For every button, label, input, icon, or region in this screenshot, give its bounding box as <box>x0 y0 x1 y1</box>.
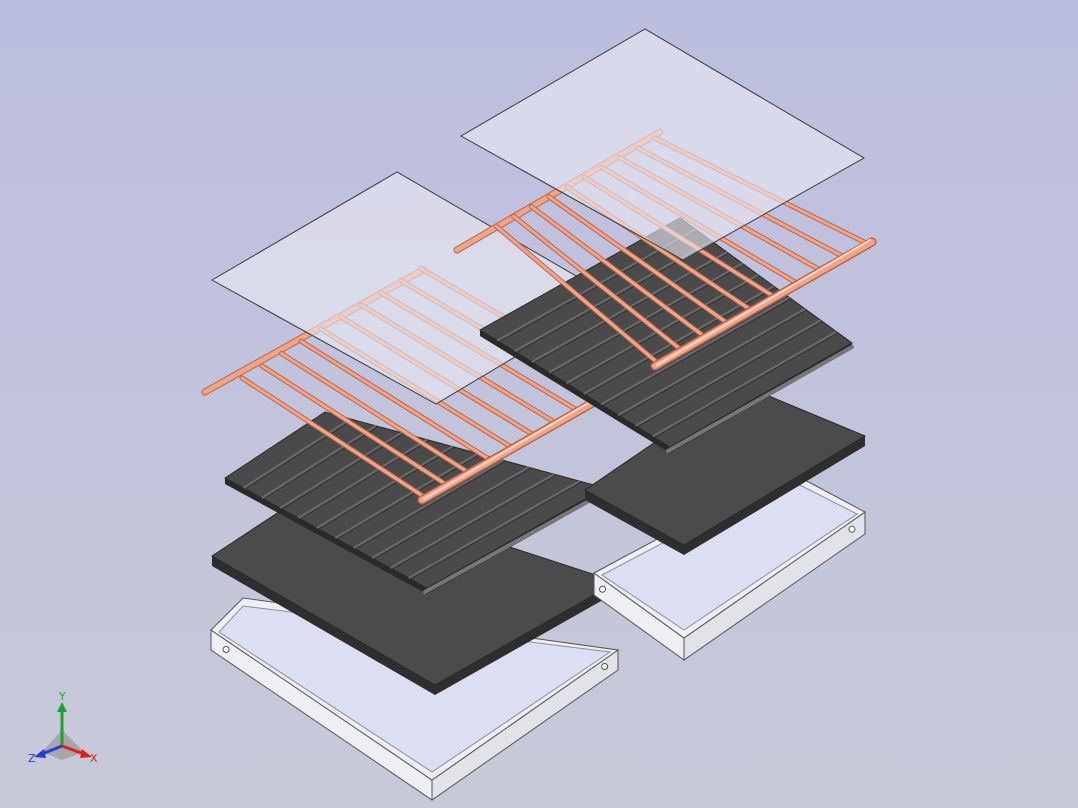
absorber-channel-shadow <box>318 447 455 530</box>
riser-pipe <box>260 364 450 488</box>
absorber-channel-shadow <box>602 298 792 406</box>
absorber-manifold-lip <box>423 490 607 594</box>
insulation-board-front-right-edge <box>435 582 617 695</box>
absorber-channel <box>652 330 837 438</box>
riser-pipe <box>512 214 684 353</box>
absorber-channel <box>389 473 555 569</box>
absorber-channel-shadow <box>263 426 379 500</box>
z-axis-arrow <box>41 744 63 756</box>
absorber-channel <box>242 418 351 489</box>
x-axis-label: X <box>90 752 98 765</box>
tray-port-hole <box>599 585 606 593</box>
collector-right <box>453 28 877 661</box>
absorber-channel-shadow <box>410 481 582 580</box>
z-axis-label: Z <box>28 752 36 765</box>
absorber-channel-shadow <box>336 454 480 540</box>
y-axis-head <box>57 702 67 712</box>
tray-port-hole <box>848 525 856 533</box>
absorber-channel <box>634 319 822 427</box>
riser-pipe <box>299 339 493 463</box>
y-axis-label: Y <box>58 690 66 703</box>
absorber-channel <box>408 480 581 579</box>
absorber-plate-front-left-edge <box>480 330 670 453</box>
lower-manifold-highlight <box>656 239 871 366</box>
insulation-board-front-left-edge <box>585 490 684 555</box>
absorber-channel <box>353 459 504 549</box>
absorber-channel-shadow <box>373 467 531 560</box>
x-axis-head <box>80 749 92 758</box>
absorber-channel-shadow <box>392 474 557 570</box>
riser-pipe <box>280 352 472 475</box>
x-axis-arrow <box>61 744 85 756</box>
absorber-channel-shadow <box>300 440 430 520</box>
tray-port-hole <box>601 663 609 670</box>
absorber-channel-shadow <box>619 309 808 417</box>
absorber-channel-shadow <box>654 332 839 438</box>
absorber-plate-front-left-edge <box>225 478 427 594</box>
riser-pipe <box>547 195 731 326</box>
absorber-channel-shadow <box>637 320 823 428</box>
absorber-plate-top <box>479 217 853 448</box>
absorber-manifold-lip <box>666 345 854 453</box>
riser-pipe <box>240 376 428 500</box>
riser-pipe <box>529 204 707 339</box>
collector-left <box>201 171 631 801</box>
riser-pipe <box>494 224 661 366</box>
absorber-channel <box>334 452 479 539</box>
absorber-channel <box>261 424 377 499</box>
absorber-channel <box>617 308 806 416</box>
absorber-channel <box>371 466 530 559</box>
insulation-board-front-right-edge <box>684 436 865 555</box>
tray-port-hole <box>222 646 230 653</box>
absorber-channel-shadow <box>355 460 506 550</box>
insulation-board-front-left-edge <box>212 556 435 695</box>
z-axis-head <box>34 749 46 758</box>
absorber-channel <box>600 296 790 406</box>
absorber-channel <box>297 438 428 519</box>
absorber-channel-shadow <box>245 419 353 490</box>
axis-triad: Y X Z <box>22 690 106 774</box>
absorber-channel <box>316 445 453 529</box>
glass-cover <box>459 28 866 261</box>
